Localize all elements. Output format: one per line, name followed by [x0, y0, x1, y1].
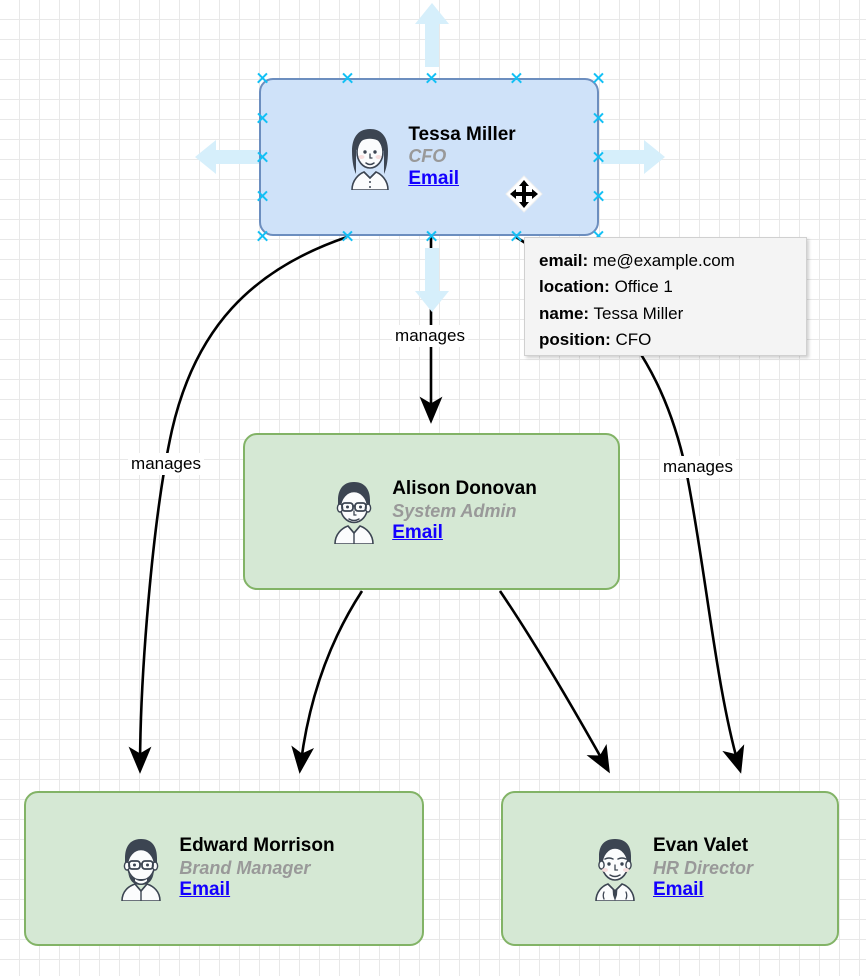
- resize-handle-x-icon[interactable]: [256, 230, 269, 243]
- tooltip-row: position: CFO: [539, 327, 792, 353]
- node-role: HR Director: [652, 857, 754, 878]
- resize-handle-x-icon[interactable]: [341, 72, 354, 85]
- node-role: System Admin: [392, 500, 517, 521]
- resize-handle-x-icon[interactable]: [592, 112, 605, 125]
- node-alison[interactable]: Alison Donovan System Admin Email: [243, 433, 620, 590]
- resize-handle-x-icon[interactable]: [256, 190, 269, 203]
- node-tooltip: email: me@example.com location: Office 1…: [524, 237, 807, 356]
- avatar-man-beard-glasses: [113, 835, 169, 903]
- node-tessa[interactable]: Tessa Miller CFO Email: [259, 78, 599, 236]
- arrow-up-ghost-icon[interactable]: [414, 2, 450, 68]
- arrow-left-ghost-icon[interactable]: [194, 139, 260, 175]
- tooltip-value: me@example.com: [592, 251, 735, 270]
- node-email-link[interactable]: Email: [652, 879, 704, 901]
- resize-handle-x-icon[interactable]: [256, 112, 269, 125]
- edge-label-tessa-edward[interactable]: manages: [128, 453, 204, 475]
- resize-handle-x-icon[interactable]: [425, 72, 438, 85]
- avatar-woman-dark-hair: [342, 124, 398, 191]
- resize-handle-x-icon[interactable]: [592, 72, 605, 85]
- edge-label-tessa-alison[interactable]: manages: [392, 325, 468, 347]
- tooltip-key: position:: [539, 330, 611, 350]
- tooltip-row: location: Office 1: [539, 274, 792, 300]
- node-name: Evan Valet: [652, 835, 749, 857]
- resize-handle-x-icon[interactable]: [425, 230, 438, 243]
- avatar-man-glasses: [326, 478, 382, 546]
- node-role: CFO: [408, 146, 447, 167]
- node-edward[interactable]: Edward Morrison Brand Manager Email: [24, 791, 424, 946]
- tooltip-value: CFO: [615, 330, 652, 350]
- tooltip-key: email:: [539, 251, 589, 270]
- resize-handle-x-icon[interactable]: [341, 230, 354, 243]
- node-evan[interactable]: Evan Valet HR Director Email: [501, 791, 839, 946]
- resize-handle-x-icon[interactable]: [510, 72, 523, 85]
- resize-handle-x-icon[interactable]: [592, 190, 605, 203]
- edge-label-tessa-evan[interactable]: manages: [660, 456, 736, 478]
- edge-alison-edward[interactable]: [291, 590, 364, 774]
- tooltip-row: email: me@example.com: [539, 248, 792, 274]
- node-name: Alison Donovan: [392, 478, 537, 500]
- node-name: Tessa Miller: [408, 123, 516, 145]
- tooltip-key: location:: [539, 277, 610, 297]
- resize-handle-x-icon[interactable]: [256, 72, 269, 85]
- tooltip-key: name:: [539, 303, 590, 323]
- arrow-right-ghost-icon[interactable]: [600, 139, 666, 175]
- tooltip-value: Tessa Miller: [593, 303, 684, 323]
- arrow-down-ghost-icon[interactable]: [414, 247, 450, 313]
- node-email-link[interactable]: Email: [179, 879, 231, 901]
- avatar-man-tie: [587, 835, 643, 903]
- resize-handle-x-icon[interactable]: [510, 230, 523, 243]
- node-email-link[interactable]: Email: [408, 167, 460, 189]
- node-email-link[interactable]: Email: [392, 522, 443, 544]
- tooltip-value: Office 1: [614, 277, 673, 297]
- resize-handle-x-icon[interactable]: [256, 151, 269, 164]
- node-role: Brand Manager: [179, 857, 311, 878]
- node-name: Edward Morrison: [179, 835, 335, 857]
- edge-alison-evan[interactable]: [498, 590, 610, 774]
- tooltip-row: name: Tessa Miller: [539, 301, 792, 327]
- resize-handle-x-icon[interactable]: [592, 151, 605, 164]
